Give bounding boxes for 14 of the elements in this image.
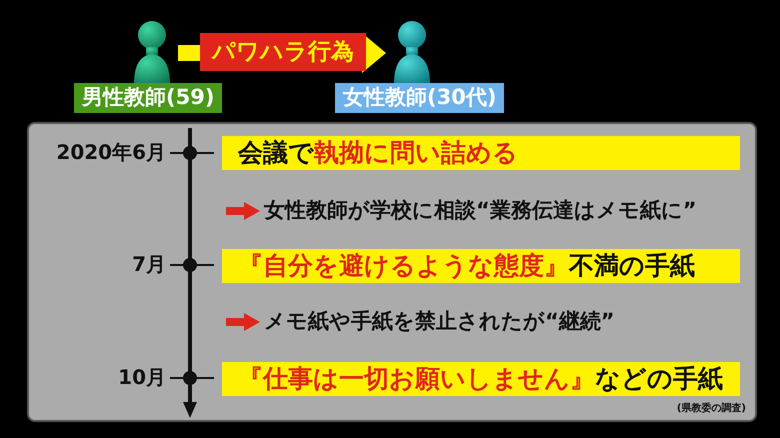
event-box	[222, 249, 740, 283]
note-text: メモ紙や手紙を禁止されたが“継続”	[264, 311, 615, 332]
source-note: (県教委の調査)	[676, 404, 746, 414]
event-text: 会議で執拗に問い詰める	[238, 137, 518, 170]
event-box	[222, 136, 740, 170]
edge-label: パワハラ行為	[200, 33, 366, 71]
person-label: 男性教師(59)	[74, 83, 222, 113]
note-text: 女性教師が学校に相談“業務伝達はメモ紙に”	[264, 200, 697, 221]
person-label: 女性教師(30代)	[335, 83, 504, 113]
date-label: 2020年6月	[56, 142, 166, 162]
event-text: 『仕事は一切お願いしません』などの手紙	[238, 363, 723, 396]
event-text: 『自分を避けるような態度』不満の手紙	[238, 250, 695, 282]
date-label: 7月	[132, 254, 166, 274]
date-label: 10月	[118, 367, 166, 387]
